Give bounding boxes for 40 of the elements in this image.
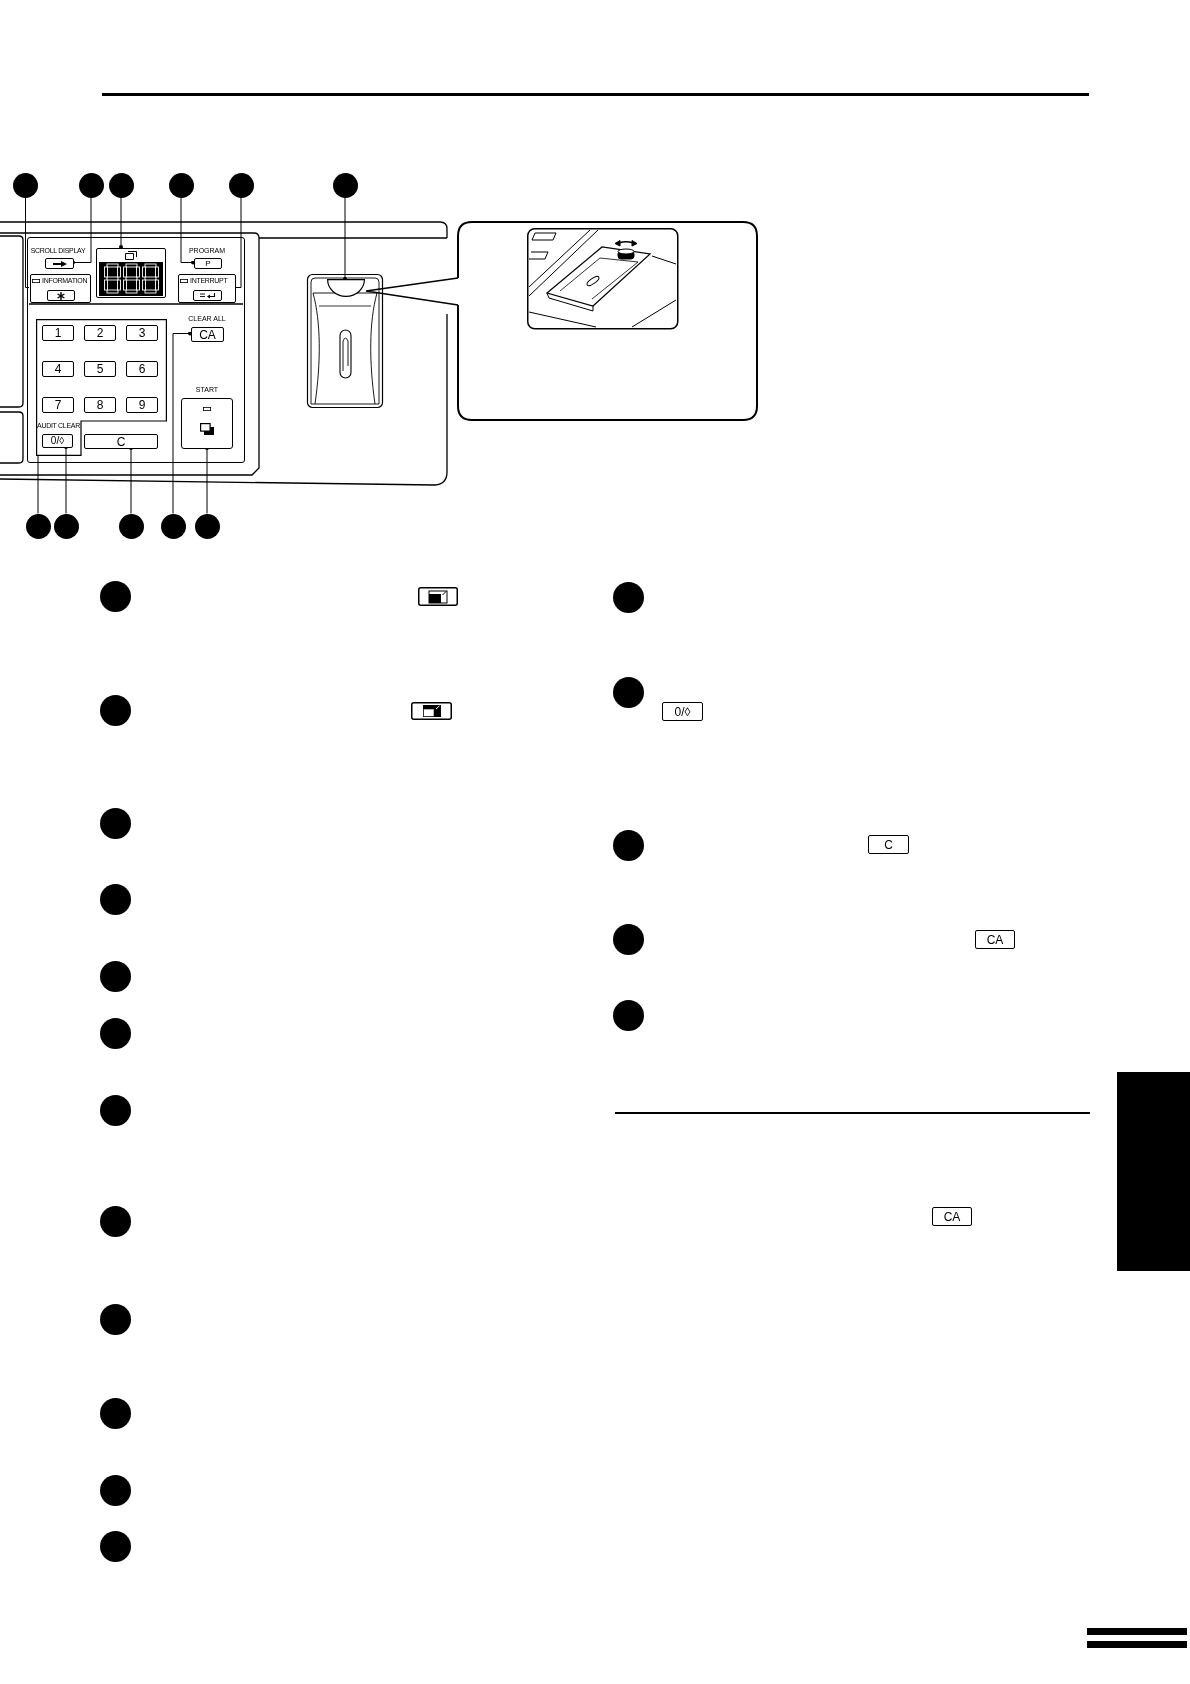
leader-line bbox=[172, 331, 192, 514]
clear-key: C bbox=[84, 434, 158, 449]
key-symbol: C bbox=[868, 835, 909, 854]
key-symbol: 0/◊ bbox=[662, 702, 703, 721]
control-panel-frame bbox=[27, 237, 245, 463]
leader-line bbox=[234, 197, 242, 288]
leader-line bbox=[37, 454, 39, 514]
number-key: 3 bbox=[126, 325, 158, 341]
letter-key: P bbox=[194, 258, 222, 269]
leader-line bbox=[119, 197, 123, 249]
number-key: 8 bbox=[84, 397, 116, 413]
keypad-frame bbox=[36, 319, 167, 456]
leader-line bbox=[71, 197, 92, 265]
number-key: 1 bbox=[42, 325, 74, 341]
clear-all-key: CA bbox=[191, 327, 224, 342]
leader-line bbox=[25, 197, 30, 288]
rule-bar bbox=[1087, 1628, 1187, 1635]
arrow-key bbox=[45, 258, 74, 269]
rule-bar bbox=[1087, 1641, 1187, 1648]
return-arrow-key bbox=[193, 290, 222, 301]
key-symbol: CA bbox=[932, 1207, 972, 1226]
number-key: 6 bbox=[126, 361, 158, 377]
number-key: 2 bbox=[84, 325, 116, 341]
leader-line bbox=[180, 197, 195, 265]
indicator-key-group bbox=[30, 274, 91, 303]
leader-line bbox=[64, 445, 68, 514]
number-key: 9 bbox=[126, 397, 158, 413]
dial-knob bbox=[327, 279, 365, 297]
audit-clear-key: 0/◊ bbox=[42, 434, 73, 448]
indicator-key-group bbox=[178, 274, 236, 303]
digital-display bbox=[96, 248, 166, 298]
number-key: 5 bbox=[84, 361, 116, 377]
number-key: 7 bbox=[42, 397, 74, 413]
start-key bbox=[181, 398, 233, 449]
number-key: 4 bbox=[42, 361, 74, 377]
leader-line bbox=[129, 446, 133, 514]
section-tab bbox=[1117, 1072, 1190, 1271]
key-symbol: CA bbox=[975, 930, 1015, 949]
asterisk-key bbox=[47, 290, 75, 301]
leader-line bbox=[343, 197, 347, 281]
